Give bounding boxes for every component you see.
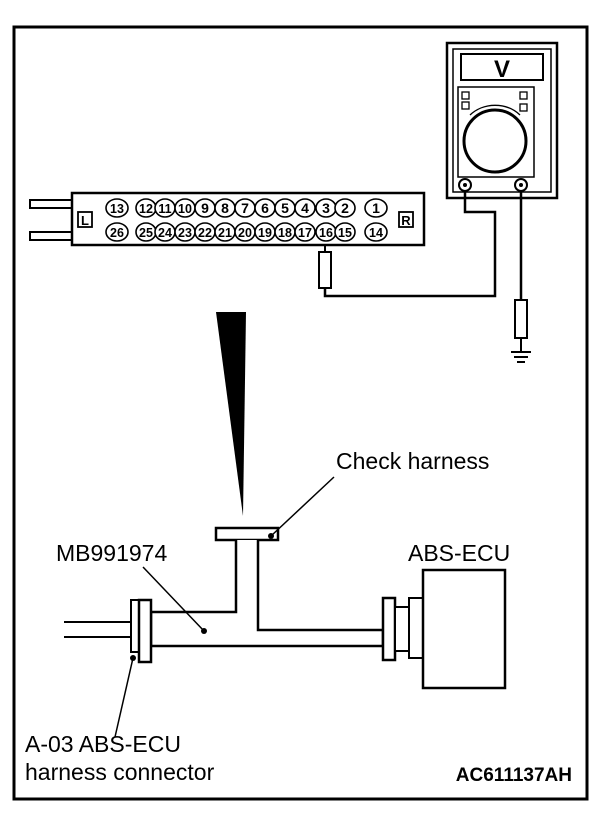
pin-number: 19: [258, 226, 272, 240]
pin-number: 7: [241, 200, 249, 216]
pin-number: 13: [110, 202, 124, 216]
pin-number: 12: [139, 202, 153, 216]
vehicle-harness-wires: [64, 621, 131, 638]
meter-display: [460, 53, 544, 81]
connector-right-tag-label: R: [401, 213, 411, 228]
pin-circle: [364, 222, 388, 242]
pin-number: 24: [158, 226, 172, 240]
view-direction-arrow: [216, 312, 246, 516]
pin-number: 3: [322, 200, 330, 216]
connector-right-tag: [398, 211, 414, 228]
pin-number: 20: [238, 226, 252, 240]
pin-number: 9: [201, 200, 209, 216]
harness-connector-label-line1: A-03 ABS-ECU: [25, 731, 181, 757]
tool-number-label: MB991974: [56, 540, 167, 566]
pin-number: 4: [301, 200, 309, 216]
pin-number: 15: [338, 226, 352, 240]
pin-number: 8: [221, 200, 229, 216]
pin-circle: [105, 222, 129, 242]
pin-number: 14: [369, 226, 383, 240]
check-harness-adapter: [130, 526, 410, 664]
pin-number: 25: [139, 226, 153, 240]
check-harness-label: Check harness: [336, 448, 489, 474]
pin-number: 21: [218, 226, 232, 240]
pin-number: 2: [341, 200, 349, 216]
pin-number: 17: [298, 226, 312, 240]
ecu-label: ABS-ECU: [408, 540, 510, 566]
voltmeter: V: [445, 41, 559, 200]
pin-number: 26: [110, 226, 124, 240]
pin-number: 5: [281, 200, 289, 216]
pin-number: 18: [278, 226, 292, 240]
selector-dial: [462, 108, 528, 174]
pin-number: 10: [178, 202, 192, 216]
pin-number: 11: [158, 202, 171, 216]
pin-circle: [334, 222, 356, 242]
meter-mode-symbol: V: [494, 56, 510, 83]
pin-circle: [294, 198, 316, 218]
pin-circle: [334, 198, 356, 218]
connector-bottom-row: 26 25 24 23 22 21 20 19 18 17 16 15 14: [105, 222, 388, 242]
positive-test-lead: [323, 191, 497, 298]
connector-left-tag-label: L: [81, 213, 89, 228]
check-harness-leader: [270, 476, 335, 537]
figure-frame: [12, 25, 589, 801]
harness-connector-label-line2: harness connector: [25, 759, 215, 785]
pin-number: 16: [319, 226, 333, 240]
pin-number: 6: [261, 200, 269, 216]
connector-left-tag: [77, 211, 93, 228]
check-terminal: [214, 526, 280, 542]
pin-circle: [105, 198, 129, 218]
figure-code: AC611137AH: [456, 765, 572, 786]
pin-number: 23: [178, 226, 192, 240]
ground-icon: [511, 351, 531, 363]
harness-connector-leader: [114, 657, 134, 738]
ground-test-lead: [514, 191, 528, 352]
abs-ecu-unit: [408, 568, 507, 690]
pin-circle: [364, 198, 388, 218]
pin-circle: [294, 222, 316, 242]
pin-number: 22: [198, 226, 212, 240]
pin-number: 1: [372, 200, 380, 216]
tool-number-leader: [142, 566, 205, 632]
